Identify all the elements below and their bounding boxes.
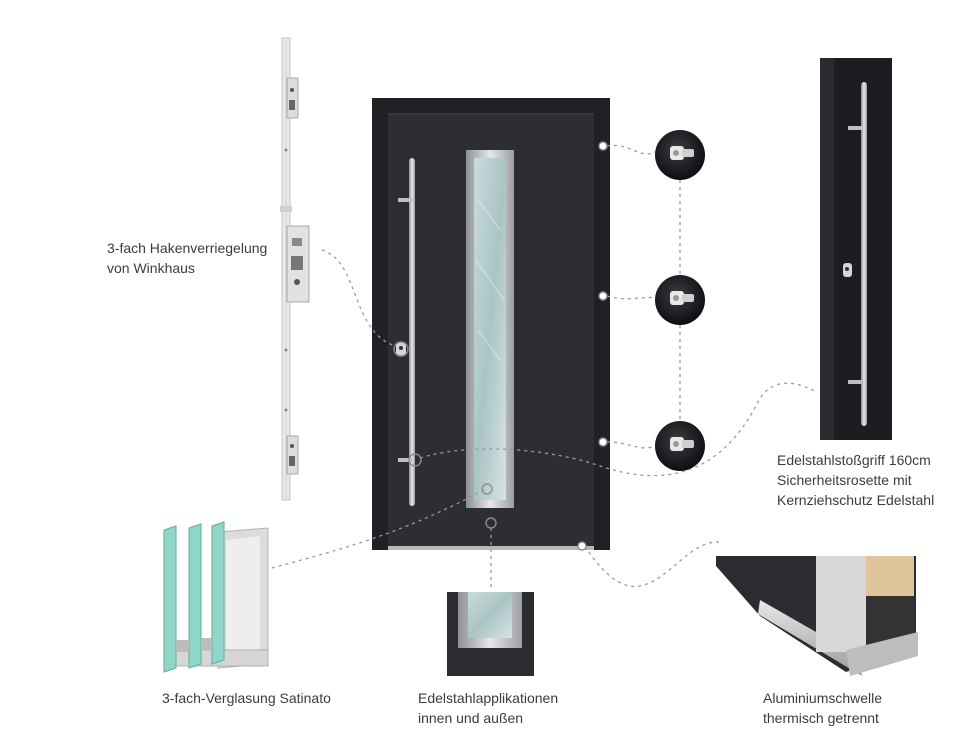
label-lock-line2: von Winkhaus [107, 260, 195, 276]
label-threshold: Aluminiumschwelle thermisch getrennt [763, 688, 882, 728]
label-handle-line2: Sicherheitsrosette mit [777, 472, 912, 488]
threshold-icon [716, 556, 918, 676]
label-lock-line1: 3-fach Hakenverriegelung [107, 240, 268, 256]
label-lock: 3-fach Hakenverriegelung von Winkhaus [107, 238, 267, 278]
connector-dots [393, 141, 608, 551]
hinge-icon [655, 130, 705, 180]
label-handle-line3: Kernziehschutz Edelstahl [777, 492, 935, 508]
label-applications-line1: Edelstahlapplikationen [418, 690, 559, 706]
label-handle-line1: Edelstahlstoßgriff 160cm [777, 452, 931, 468]
label-threshold-line1: Aluminiumschwelle [763, 690, 883, 706]
label-threshold-line2: thermisch getrennt [763, 710, 879, 726]
label-glazing: 3-fach-Verglasung Satinato [162, 688, 331, 708]
hinge-icon [655, 275, 705, 325]
multipoint-lock-icon [280, 37, 310, 501]
connector-lines [271, 144, 819, 588]
glazing-cross-section-icon [163, 521, 269, 673]
handle-closeup [820, 58, 892, 440]
label-handle: Edelstahlstoßgriff 160cm Sicherheitsrose… [777, 450, 934, 510]
label-applications: Edelstahlapplikationen innen und außen [418, 688, 558, 728]
front-door [372, 98, 610, 550]
steel-application-closeup [447, 592, 534, 676]
hinge-icon [655, 421, 705, 471]
label-glazing-line1: 3-fach-Verglasung Satinato [162, 690, 331, 706]
label-applications-line2: innen und außen [418, 710, 524, 726]
